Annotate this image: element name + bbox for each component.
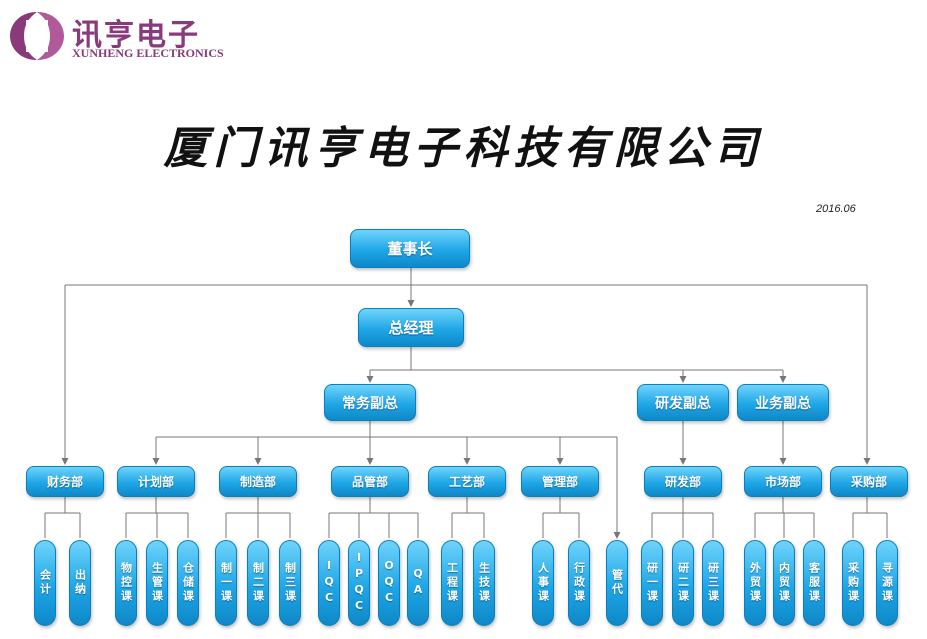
section-node: IQC bbox=[318, 540, 340, 626]
section-label: 外贸课 bbox=[748, 562, 762, 604]
dept-finance-label: 财务部 bbox=[46, 475, 83, 489]
dept-admin-label: 管理部 bbox=[541, 475, 578, 489]
section-node: QA bbox=[407, 540, 429, 626]
company-title: 厦门讯亨电子科技有限公司 bbox=[163, 123, 764, 174]
chairman-label: 董事长 bbox=[387, 240, 433, 258]
chairman-node: 董事长 bbox=[350, 229, 470, 268]
section-label: 行政课 bbox=[572, 562, 586, 604]
section-node: 制三课 bbox=[279, 540, 301, 626]
section-node: 生管课 bbox=[146, 540, 168, 626]
section-label: 寻源课 bbox=[880, 562, 894, 604]
section-label: 出纳 bbox=[73, 569, 87, 597]
section-label: IPQC bbox=[352, 551, 366, 615]
general-manager-label: 总经理 bbox=[388, 319, 434, 337]
section-label: 会计 bbox=[38, 569, 52, 597]
section-label: 研三课 bbox=[706, 562, 720, 604]
section-label: IQC bbox=[322, 559, 336, 607]
section-node: 管代 bbox=[606, 540, 628, 626]
section-node: 生技课 bbox=[473, 540, 495, 626]
vp-rd-label: 研发副总 bbox=[655, 395, 711, 412]
section-label: 仓储课 bbox=[181, 562, 195, 604]
section-label: 生技课 bbox=[477, 562, 491, 604]
logo-english-text: XUNHENG ELECTRONICS bbox=[72, 46, 224, 60]
logo-chinese-text: 讯亨电子 bbox=[72, 18, 200, 53]
vp-business-label: 业务副总 bbox=[755, 395, 811, 412]
chart-date: 2016.06 bbox=[816, 203, 856, 215]
dept-procurement-label: 采购部 bbox=[850, 475, 887, 489]
section-label: 内贸课 bbox=[777, 562, 791, 604]
section-label: 客服课 bbox=[807, 562, 821, 604]
vp-rd-node: 研发副总 bbox=[637, 384, 729, 421]
dept-rd-node: 研发部 bbox=[644, 466, 722, 497]
company-logo: 讯亨电子 XUNHENG ELECTRONICS bbox=[6, 8, 224, 64]
section-node: 外贸课 bbox=[744, 540, 766, 626]
section-node: 工程课 bbox=[441, 540, 463, 626]
section-label: 采购课 bbox=[846, 562, 860, 604]
vp-operations-label: 常务副总 bbox=[342, 395, 398, 412]
section-node: 制二课 bbox=[247, 540, 269, 626]
section-label: 生管课 bbox=[150, 562, 164, 604]
section-label: 管代 bbox=[610, 569, 624, 597]
dept-manufacturing-label: 制造部 bbox=[239, 475, 276, 489]
section-node: 研一课 bbox=[641, 540, 663, 626]
dept-process-node: 工艺部 bbox=[428, 466, 506, 497]
section-node: 采购课 bbox=[842, 540, 864, 626]
dept-manufacturing-node: 制造部 bbox=[219, 466, 297, 497]
section-node: 内贸课 bbox=[773, 540, 795, 626]
section-label: 制二课 bbox=[251, 562, 265, 604]
section-label: 研一课 bbox=[645, 562, 659, 604]
section-label: QA bbox=[411, 567, 425, 599]
section-node: IPQC bbox=[348, 540, 370, 626]
section-node: 客服课 bbox=[803, 540, 825, 626]
section-node: 研二课 bbox=[672, 540, 694, 626]
dept-quality-label: 品管部 bbox=[351, 475, 388, 489]
xh-logo-icon bbox=[10, 12, 64, 60]
vp-business-node: 业务副总 bbox=[737, 384, 829, 421]
section-label: OQC bbox=[382, 559, 396, 607]
dept-planning-label: 计划部 bbox=[137, 475, 174, 489]
section-node: OQC bbox=[378, 540, 400, 626]
dept-quality-node: 品管部 bbox=[331, 466, 409, 497]
dept-procurement-node: 采购部 bbox=[830, 466, 908, 497]
dept-marketing-label: 市场部 bbox=[764, 475, 801, 489]
section-node: 人事课 bbox=[532, 540, 554, 626]
section-node: 寻源课 bbox=[876, 540, 898, 626]
section-node: 仓储课 bbox=[177, 540, 199, 626]
section-node: 会计 bbox=[34, 540, 56, 626]
dept-process-label: 工艺部 bbox=[448, 475, 485, 489]
section-node: 制一课 bbox=[215, 540, 237, 626]
section-label: 物控课 bbox=[119, 562, 133, 604]
dept-marketing-node: 市场部 bbox=[744, 466, 822, 497]
section-label: 研二课 bbox=[676, 562, 690, 604]
dept-rd-label: 研发部 bbox=[664, 475, 701, 489]
section-label: 制一课 bbox=[219, 562, 233, 604]
section-node: 行政课 bbox=[568, 540, 590, 626]
dept-finance-node: 财务部 bbox=[26, 466, 104, 497]
section-node: 出纳 bbox=[69, 540, 91, 626]
section-label: 制三课 bbox=[283, 562, 297, 604]
section-node: 研三课 bbox=[702, 540, 724, 626]
dept-planning-node: 计划部 bbox=[117, 466, 195, 497]
dept-admin-node: 管理部 bbox=[521, 466, 599, 497]
section-label: 人事课 bbox=[536, 562, 550, 604]
vp-operations-node: 常务副总 bbox=[324, 384, 416, 421]
section-node: 物控课 bbox=[115, 540, 137, 626]
section-label: 工程课 bbox=[445, 562, 459, 604]
general-manager-node: 总经理 bbox=[358, 308, 464, 347]
